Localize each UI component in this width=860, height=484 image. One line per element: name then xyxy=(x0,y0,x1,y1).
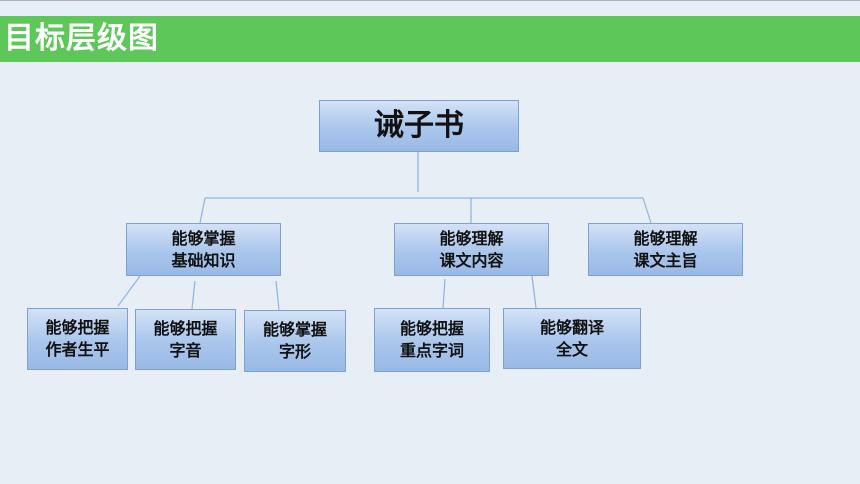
node-label-line2: 基础知识 xyxy=(171,250,236,270)
node-label-line1: 能够把握 xyxy=(153,318,218,338)
leaf-connector-3 xyxy=(275,280,280,311)
leaf-connector-2 xyxy=(191,280,196,310)
level2-node-author: 能够把握 作者生平 xyxy=(27,308,128,370)
root-node: 诫子书 xyxy=(319,100,519,152)
node-label-line2: 全文 xyxy=(555,339,588,359)
leaf-connector-4 xyxy=(442,278,446,309)
branch-left xyxy=(199,197,206,224)
node-label-line2: 字音 xyxy=(169,340,202,360)
level2-node-pronunciation: 能够把握 字音 xyxy=(135,309,236,370)
root-label: 诫子书 xyxy=(374,108,464,143)
page-title: 目标层级图 xyxy=(4,21,159,56)
branch-right xyxy=(642,197,652,224)
level2-node-keywords: 能够把握 重点字词 xyxy=(374,308,490,372)
level1-node-theme: 能够理解 课文主旨 xyxy=(588,223,743,276)
node-label-line1: 能够理解 xyxy=(439,228,504,248)
node-label-line2: 课文内容 xyxy=(439,250,504,270)
node-label-line2: 课文主旨 xyxy=(633,250,698,270)
node-label-line1: 能够把握 xyxy=(399,319,464,338)
level2-node-glyph: 能够掌握 字形 xyxy=(244,310,346,372)
node-label-line1: 能够掌握 xyxy=(171,228,236,248)
node-label-line1: 能够掌握 xyxy=(262,320,327,339)
node-label-line2: 字形 xyxy=(278,342,311,361)
leaf-connector-1 xyxy=(117,275,141,307)
node-label-line1: 能够翻译 xyxy=(539,317,604,337)
level1-node-content: 能够理解 课文内容 xyxy=(394,223,549,276)
leaf-connector-5 xyxy=(531,275,537,309)
node-label-line2: 重点字词 xyxy=(399,341,464,360)
title-bar: 目标层级图 xyxy=(0,16,860,62)
node-label-line1: 能够把握 xyxy=(45,318,110,337)
level2-node-translate: 能够翻译 全文 xyxy=(503,308,641,369)
node-label-line1: 能够理解 xyxy=(633,228,698,248)
top-divider xyxy=(0,0,860,1)
node-label-line2: 作者生平 xyxy=(45,340,110,359)
level1-node-basics: 能够掌握 基础知识 xyxy=(126,223,281,276)
